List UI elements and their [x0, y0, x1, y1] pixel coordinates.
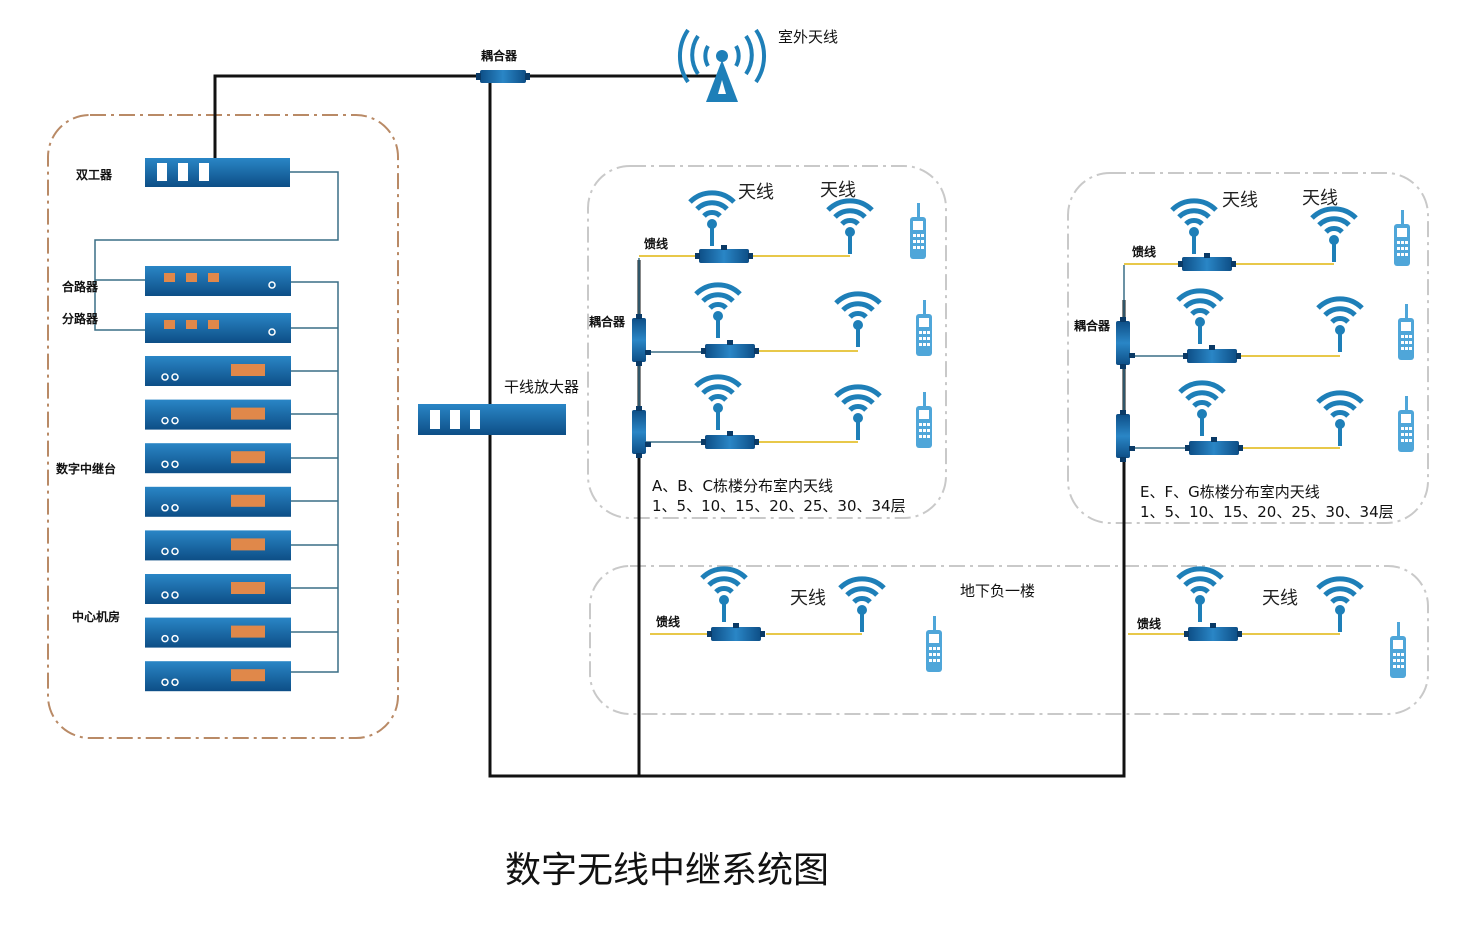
antenna-icon	[1318, 579, 1362, 632]
radio-icon	[916, 392, 932, 448]
radio-icon	[1394, 210, 1410, 266]
basement-label: 地下负一楼	[960, 582, 1035, 600]
repeater-unit	[144, 660, 292, 692]
antenna-icon	[836, 387, 880, 440]
radio-icon	[926, 616, 942, 672]
diagram-title: 数字无线中继系统图	[505, 850, 829, 891]
trunk-amplifier	[418, 404, 566, 435]
antenna-icon	[828, 201, 872, 254]
repeater-unit	[144, 529, 292, 562]
repeater-unit	[144, 442, 292, 474]
antenna-icon	[1172, 201, 1216, 254]
zone-abc-antenna-label-2: 天线	[820, 180, 856, 201]
trunk-amplifier-label: 干线放大器	[504, 378, 579, 396]
basement-feeder-label-2: 馈线	[1137, 616, 1161, 631]
outdoor-antenna-icon	[677, 28, 767, 102]
zone-abc-caption-2: 1、5、10、15、20、25、30、34层	[652, 497, 906, 515]
splitter	[145, 313, 291, 343]
antenna-icon	[690, 193, 734, 246]
repeater-unit	[144, 616, 292, 649]
radio-icon	[910, 203, 926, 259]
antenna-icon	[1312, 209, 1356, 262]
repeater-unit	[144, 355, 292, 387]
radio-icon	[1390, 622, 1406, 678]
antenna-icon	[1318, 393, 1362, 446]
zone-efg-antenna-label-1: 天线	[1222, 190, 1258, 211]
basement	[650, 623, 1340, 641]
basement-antenna-label-1: 天线	[790, 588, 826, 609]
zone-abc-caption-1: A、B、C栋楼分布室内天线	[652, 477, 833, 495]
repeater-unit	[144, 573, 292, 605]
trunk-cables	[213, 74, 1126, 778]
combiner-label: 合路器	[62, 279, 99, 294]
antenna-icon	[696, 377, 740, 430]
zone-abc	[632, 245, 858, 458]
central-room-border	[47, 114, 399, 739]
duplexer	[145, 158, 290, 187]
antenna-icon	[696, 285, 740, 338]
zone-efg-caption-1: E、F、G栋楼分布室内天线	[1140, 483, 1320, 501]
antenna-icon	[702, 569, 746, 622]
splitter-label: 分路器	[62, 311, 99, 326]
antenna-icon	[836, 294, 880, 347]
basement-feeder-label-1: 馈线	[656, 614, 680, 629]
zone-efg-border	[1067, 172, 1429, 524]
radio-icon	[916, 300, 932, 356]
antenna-icon	[1318, 299, 1362, 352]
antenna-icon	[1180, 383, 1224, 436]
basement-antenna-label-2: 天线	[1262, 588, 1298, 609]
outdoor-antenna-label: 室外天线	[778, 28, 838, 46]
zone-abc-antenna-label-1: 天线	[738, 182, 774, 203]
zone-efg-antenna-label-2: 天线	[1302, 188, 1338, 209]
zone-abc-border	[587, 165, 947, 519]
repeater-label: 数字中继台	[56, 461, 116, 476]
zone-efg-feeder-label: 馈线	[1132, 244, 1156, 259]
antenna-icon	[1178, 291, 1222, 344]
top-coupler-label: 耦合器	[481, 48, 518, 63]
room-label: 中心机房	[72, 609, 120, 624]
radio-icon	[1398, 304, 1414, 360]
antenna-icon	[1178, 569, 1222, 622]
combiner	[145, 266, 291, 296]
zone-efg	[1116, 253, 1340, 462]
duplexer-label: 双工器	[76, 168, 113, 182]
repeater-rack	[144, 355, 292, 692]
basement-border	[589, 565, 1429, 715]
repeater-unit	[144, 398, 292, 431]
radio-icon	[1398, 396, 1414, 452]
zone-efg-coupler-label: 耦合器	[1074, 318, 1111, 333]
zone-abc-coupler-label: 耦合器	[589, 314, 626, 329]
zone-efg-caption-2: 1、5、10、15、20、25、30、34层	[1140, 503, 1394, 521]
antenna-icon	[840, 579, 884, 632]
zone-abc-feeder-label: 馈线	[644, 236, 668, 251]
rack-wiring	[94, 171, 339, 673]
top-coupler	[476, 70, 530, 83]
repeater-unit	[144, 486, 292, 518]
